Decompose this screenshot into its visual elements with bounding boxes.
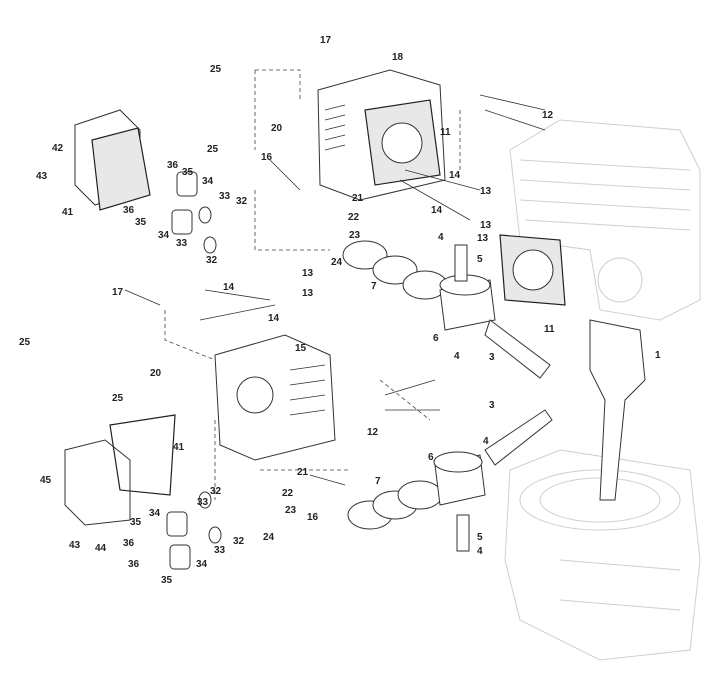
callout-4: 4 bbox=[438, 232, 444, 243]
callout-20: 20 bbox=[271, 123, 283, 134]
callout-20: 20 bbox=[150, 368, 162, 379]
callout-18: 18 bbox=[392, 52, 404, 63]
callout-14: 14 bbox=[431, 205, 443, 216]
callout-14: 14 bbox=[223, 282, 235, 293]
callout-32: 32 bbox=[206, 255, 218, 266]
callout-22: 22 bbox=[348, 212, 360, 223]
callout-14: 14 bbox=[449, 170, 461, 181]
callout-12: 12 bbox=[367, 427, 379, 438]
callout-43: 43 bbox=[69, 540, 81, 551]
callout-32: 32 bbox=[236, 196, 248, 207]
callout-5: 5 bbox=[477, 532, 483, 543]
callout-16: 16 bbox=[307, 512, 319, 523]
callout-21: 21 bbox=[352, 193, 364, 204]
callout-33: 33 bbox=[176, 238, 188, 249]
callout-13: 13 bbox=[480, 186, 492, 197]
callout-43: 43 bbox=[36, 171, 48, 182]
piston-rings-lower bbox=[347, 451, 486, 530]
callout-4: 4 bbox=[477, 546, 483, 557]
callout-36: 36 bbox=[128, 559, 140, 570]
callout-25: 25 bbox=[112, 393, 124, 404]
callout-41: 41 bbox=[173, 442, 185, 453]
callout-36: 36 bbox=[167, 160, 179, 171]
callout-17: 17 bbox=[112, 287, 124, 298]
callout-12: 12 bbox=[542, 110, 554, 121]
callout-4: 4 bbox=[454, 351, 460, 362]
callout-33: 33 bbox=[197, 497, 209, 508]
callout-6: 6 bbox=[428, 452, 434, 463]
callout-34: 34 bbox=[196, 559, 208, 570]
callout-23: 23 bbox=[349, 230, 361, 241]
callout-7: 7 bbox=[375, 476, 381, 487]
callout-35: 35 bbox=[182, 167, 194, 178]
callout-14: 14 bbox=[268, 313, 280, 324]
callout-41: 41 bbox=[62, 207, 74, 218]
callout-5: 5 bbox=[477, 254, 483, 265]
callout-25: 25 bbox=[19, 337, 31, 348]
callout-13: 13 bbox=[480, 220, 492, 231]
callout-17: 17 bbox=[320, 35, 332, 46]
cylinder-head-lower bbox=[214, 334, 336, 461]
callout-24: 24 bbox=[263, 532, 275, 543]
callout-45: 45 bbox=[40, 475, 52, 486]
callout-25: 25 bbox=[210, 64, 222, 75]
callout-33: 33 bbox=[219, 191, 231, 202]
callout-4: 4 bbox=[483, 436, 489, 447]
callout-35: 35 bbox=[130, 517, 142, 528]
valve-cover-lower bbox=[64, 414, 176, 526]
callout-35: 35 bbox=[135, 217, 147, 228]
callout-44: 44 bbox=[95, 543, 107, 554]
piston-pin-upper bbox=[454, 244, 468, 282]
callout-13: 13 bbox=[302, 288, 314, 299]
callout-24: 24 bbox=[331, 257, 343, 268]
callout-42: 42 bbox=[52, 143, 64, 154]
callout-35: 35 bbox=[161, 575, 173, 586]
callout-3: 3 bbox=[489, 352, 495, 363]
callout-6: 6 bbox=[433, 333, 439, 344]
callout-3: 3 bbox=[489, 400, 495, 411]
piston-rings-upper bbox=[342, 240, 496, 331]
cylinder-head-upper bbox=[317, 69, 446, 201]
callout-36: 36 bbox=[123, 538, 135, 549]
callout-34: 34 bbox=[149, 508, 161, 519]
callout-32: 32 bbox=[233, 536, 245, 547]
callout-21: 21 bbox=[297, 467, 309, 478]
callout-7: 7 bbox=[371, 281, 377, 292]
piston-pin-lower bbox=[456, 514, 470, 552]
callout-11: 11 bbox=[440, 127, 451, 138]
valve-cover-upper bbox=[74, 109, 151, 211]
callout-13: 13 bbox=[302, 268, 314, 279]
connecting-rod-upper bbox=[484, 319, 551, 379]
callout-11: 11 bbox=[544, 324, 555, 335]
assembly-lines bbox=[164, 69, 461, 500]
push-rods bbox=[124, 94, 546, 486]
callout-34: 34 bbox=[202, 176, 214, 187]
connecting-rod-lower bbox=[484, 409, 553, 466]
callout-32: 32 bbox=[210, 486, 222, 497]
callout-23: 23 bbox=[285, 505, 297, 516]
callout-16: 16 bbox=[261, 152, 273, 163]
callout-1: 1 bbox=[655, 350, 661, 361]
callout-13: 13 bbox=[477, 233, 489, 244]
valve-springs bbox=[166, 171, 222, 570]
callout-33: 33 bbox=[214, 545, 226, 556]
callout-15: 15 bbox=[295, 343, 307, 354]
callout-25: 25 bbox=[207, 144, 219, 155]
callout-36: 36 bbox=[123, 205, 135, 216]
crankshaft bbox=[589, 319, 646, 501]
callout-34: 34 bbox=[158, 230, 170, 241]
callout-22: 22 bbox=[282, 488, 294, 499]
